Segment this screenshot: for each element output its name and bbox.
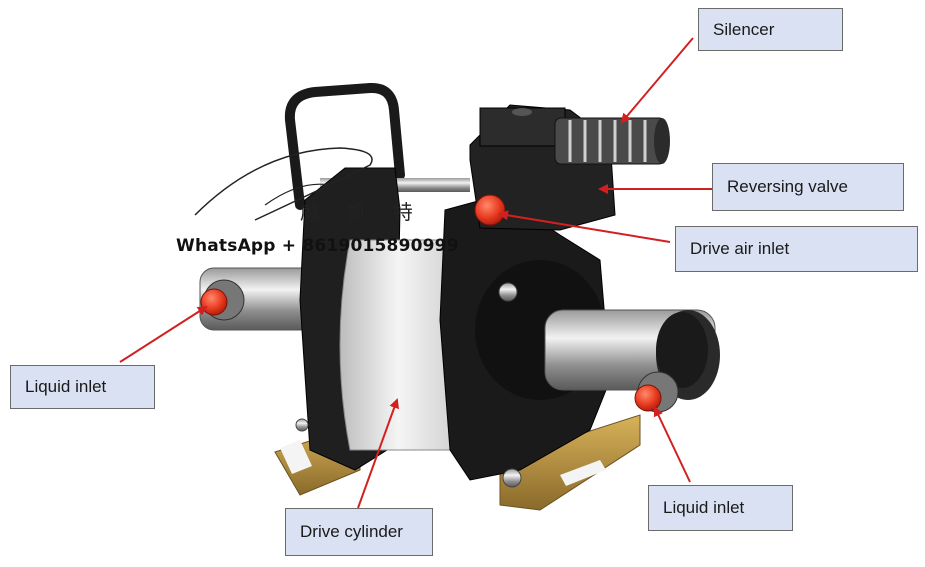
arrow-drive-cylinder (357, 398, 399, 509)
label-liquid-inlet-right: Liquid inlet (648, 485, 793, 531)
arrow-liquid-inlet-right (653, 406, 691, 483)
liquid-inlet-fitting-right (634, 371, 679, 413)
drive-cylinder (339, 239, 471, 451)
label-drive-air-inlet: Drive air inlet (675, 226, 918, 272)
silencer-part (554, 117, 670, 165)
drive-air-inlet-fitting (474, 194, 506, 226)
label-liquid-inlet-left: Liquid inlet (10, 365, 155, 409)
arrow-liquid-inlet-left (119, 305, 208, 363)
arrow-drive-air-inlet (498, 210, 671, 243)
logo-characters: 威 凯 特 (300, 200, 423, 224)
whatsapp-watermark: WhatsApp + 8619015890999 (176, 236, 459, 256)
arrow-silencer (620, 37, 694, 124)
logo-swirl (194, 147, 373, 221)
label-reversing-valve: Reversing valve (712, 163, 904, 211)
label-silencer: Silencer (698, 8, 843, 51)
liquid-inlet-fitting-left (200, 279, 245, 321)
carry-handle (284, 82, 405, 210)
mounting-bracket-right (499, 414, 641, 511)
label-drive-cylinder: Drive cylinder (285, 508, 433, 556)
